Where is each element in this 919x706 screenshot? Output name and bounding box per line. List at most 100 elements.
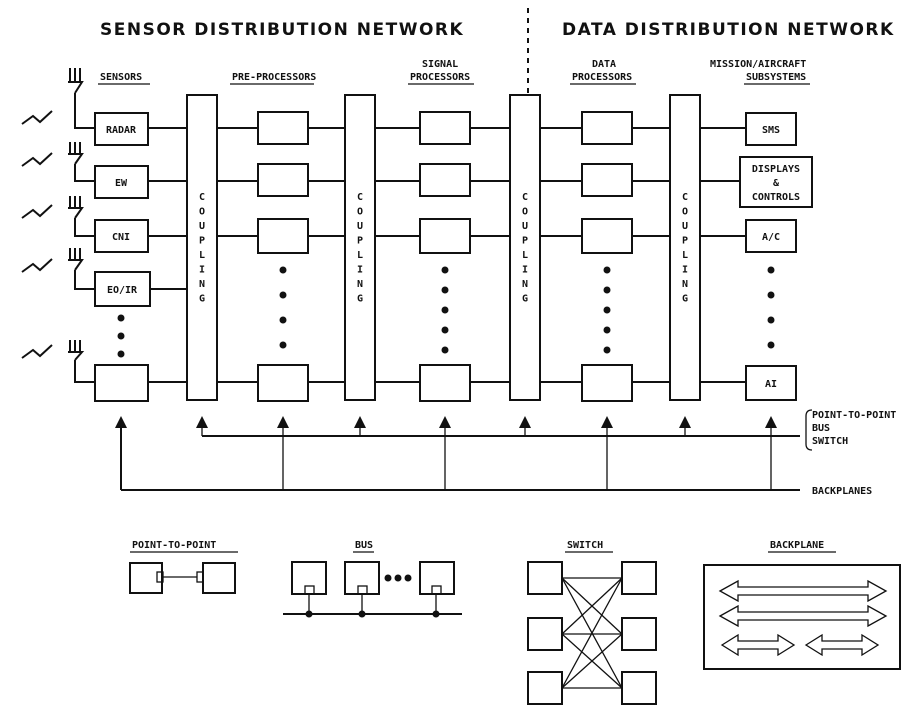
signal-processor-box <box>419 218 471 254</box>
coupling-letter: P <box>199 236 205 247</box>
antenna-icon <box>21 248 95 290</box>
backplane-arrow <box>718 579 888 603</box>
coupling-bar-2 <box>344 94 376 401</box>
legend-point-to-point: POINT-TO-POINT <box>129 540 238 594</box>
coupling-letter: I <box>682 265 688 276</box>
col-pre-processors: PRE-PROCESSORS <box>232 72 316 83</box>
subsystem-label: SMS <box>762 125 780 136</box>
subsystem-boxes: SMS DISPLAYS & CONTROLS A/C AI <box>739 112 813 401</box>
col-mission-1: MISSION/AIRCRAFT <box>710 59 806 70</box>
coupling-letter: I <box>522 265 528 276</box>
pre-processor-box <box>257 163 309 197</box>
subsystem-label: A/C <box>762 232 780 243</box>
coupling-letter: C <box>357 192 363 203</box>
coupling-letter: I <box>357 265 363 276</box>
coupling-letter: L <box>199 250 205 261</box>
col-data-2: PROCESSORS <box>572 72 632 83</box>
coupling-letter: N <box>357 279 363 290</box>
backplane-arrow <box>720 633 796 657</box>
coupling-letter: G <box>357 294 363 305</box>
subsystem-box-displays <box>739 156 813 208</box>
col-signal-2: PROCESSORS <box>410 72 470 83</box>
coupling-letter: G <box>522 294 528 305</box>
coupling-letter: C <box>199 192 205 203</box>
coupling-letter: G <box>199 294 205 305</box>
coupling-letter: N <box>522 279 528 290</box>
pre-processor-box <box>257 218 309 254</box>
col-sensors: SENSORS <box>100 72 142 83</box>
sensor-boxes: RADAR EW CNI EO/IR <box>94 112 151 402</box>
col-signal-1: SIGNAL <box>422 59 458 70</box>
coupling-letter: O <box>682 207 688 218</box>
antennas <box>21 68 95 383</box>
legend-bus: BUS <box>283 540 462 618</box>
subsystem-label: DISPLAYS <box>752 164 800 175</box>
sensor-label: RADAR <box>106 125 137 136</box>
interconnect-label-p2p: POINT-TO-POINT <box>812 410 896 421</box>
coupling-letter: L <box>522 250 528 261</box>
data-processor-boxes <box>581 111 633 402</box>
legend-label-backplane: BACKPLANE <box>770 540 824 551</box>
interconnect-bus <box>115 416 800 491</box>
coupling-letter: U <box>522 221 528 232</box>
data-network-header: DATA DISTRIBUTION NETWORK <box>562 20 895 40</box>
backplane-arrow <box>804 633 880 657</box>
pre-processor-box <box>257 364 309 402</box>
col-data-1: DATA <box>592 59 616 70</box>
coupling-letter: C <box>522 192 528 203</box>
coupling-letter: N <box>682 279 688 290</box>
coupling-letter: N <box>199 279 205 290</box>
col-mission-2: SUBSYSTEMS <box>746 72 806 83</box>
antenna-icon <box>21 196 95 237</box>
subsystem-label: & <box>773 178 780 189</box>
coupling-letter: U <box>199 221 205 232</box>
data-processor-box <box>581 364 633 402</box>
coupling-letter: I <box>199 265 205 276</box>
signal-processor-box <box>419 111 471 145</box>
subsystem-box-sms <box>745 112 797 146</box>
coupling-letter: G <box>682 294 688 305</box>
pre-processor-boxes <box>257 111 309 402</box>
sensor-box-eo-ir <box>94 271 151 307</box>
sensor-label: EW <box>115 178 128 189</box>
legend-label-switch: SWITCH <box>567 540 603 551</box>
antenna-icon <box>21 340 95 383</box>
data-processor-box <box>581 163 633 197</box>
pre-processor-box <box>257 111 309 145</box>
sensor-box-n <box>94 364 149 402</box>
legend-label-p2p: POINT-TO-POINT <box>132 540 216 551</box>
legend-switch: SWITCH <box>527 540 657 705</box>
signal-processor-box <box>419 364 471 402</box>
coupling-letter: U <box>357 221 363 232</box>
coupling-letter: P <box>522 236 528 247</box>
coupling-letter: O <box>357 207 363 218</box>
coupling-letter: L <box>357 250 363 261</box>
signal-processor-box <box>419 163 471 197</box>
legend-label-bus: BUS <box>355 540 373 551</box>
coupling-letter: O <box>522 207 528 218</box>
backplanes-label: BACKPLANES <box>812 486 872 497</box>
subsystem-box-ai <box>745 365 797 401</box>
sensor-box-radar <box>94 112 149 146</box>
coupling-letter: U <box>682 221 688 232</box>
coupling-letter: O <box>199 207 205 218</box>
signal-processor-boxes <box>419 111 471 402</box>
subsystem-box-ac <box>745 219 797 253</box>
data-processor-box <box>581 111 633 145</box>
sensor-box-cni <box>94 219 149 253</box>
legend-backplane: BACKPLANE <box>703 540 901 670</box>
antenna-icon <box>21 142 95 182</box>
coupling-letter: P <box>682 236 688 247</box>
interconnect-label-bus: BUS <box>812 423 830 434</box>
coupling-bar-1 <box>186 94 218 401</box>
coupling-letter: C <box>682 192 688 203</box>
coupling-bar-4 <box>669 94 701 401</box>
data-processor-box <box>581 218 633 254</box>
subsystem-label: AI <box>765 379 777 390</box>
coupling-bars <box>186 94 701 401</box>
subsystem-label: CONTROLS <box>752 192 800 203</box>
coupling-letter: P <box>357 236 363 247</box>
sensor-label: CNI <box>112 232 130 243</box>
